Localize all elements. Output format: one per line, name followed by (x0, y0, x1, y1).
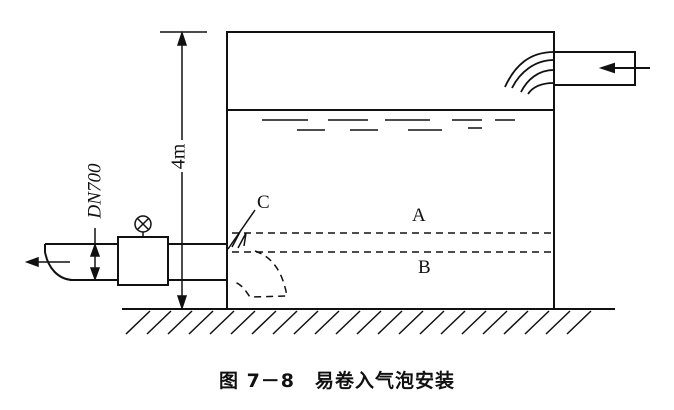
hatch-stroke (440, 310, 466, 335)
hatch-stroke (188, 310, 214, 335)
hatch-stroke (314, 310, 340, 335)
height-dimension-label: 4m (167, 143, 190, 170)
valve-icon (134, 215, 152, 237)
hatch-stroke (482, 310, 508, 335)
vortex-plume (231, 250, 288, 298)
point-c-marker (227, 209, 256, 250)
hatch-stroke (272, 310, 298, 335)
hatch-stroke (251, 310, 277, 335)
point-c-label: C (257, 192, 270, 213)
hatch-stroke (566, 310, 592, 335)
hatch-stroke (209, 310, 235, 335)
hatch-stroke (146, 310, 172, 335)
hatch-stroke (398, 310, 424, 335)
point-b-label: B (418, 257, 431, 278)
hatch-stroke (230, 310, 256, 335)
hatch-stroke (356, 310, 382, 335)
inlet-jet (504, 51, 555, 95)
hatch-stroke (461, 310, 487, 335)
pipe-diameter-label: DN700 (84, 163, 106, 219)
figure-caption: 图 7－8 易卷入气泡安装 (218, 370, 456, 392)
hatch-stroke (545, 310, 571, 335)
water-ripples (262, 119, 515, 131)
hatch-stroke (419, 310, 445, 335)
pump-box (117, 236, 169, 286)
diameter-dimension-line (89, 228, 101, 282)
tank-wall (226, 31, 555, 309)
hatch-stroke (167, 310, 193, 335)
hatch-stroke (125, 310, 151, 335)
hatch-stroke (503, 310, 529, 335)
point-a-label: A (412, 205, 426, 226)
outflow-arrow-icon (24, 256, 70, 268)
outlet-pipe (44, 243, 227, 281)
hatch-stroke (377, 310, 403, 335)
hatch-stroke (524, 310, 550, 335)
level-lines (231, 232, 554, 298)
hatch-stroke (293, 310, 319, 335)
inflow-arrow-icon (598, 62, 650, 74)
height-dimension-line (160, 30, 207, 311)
hatch-stroke (335, 310, 361, 335)
ground-hatch (125, 310, 592, 335)
